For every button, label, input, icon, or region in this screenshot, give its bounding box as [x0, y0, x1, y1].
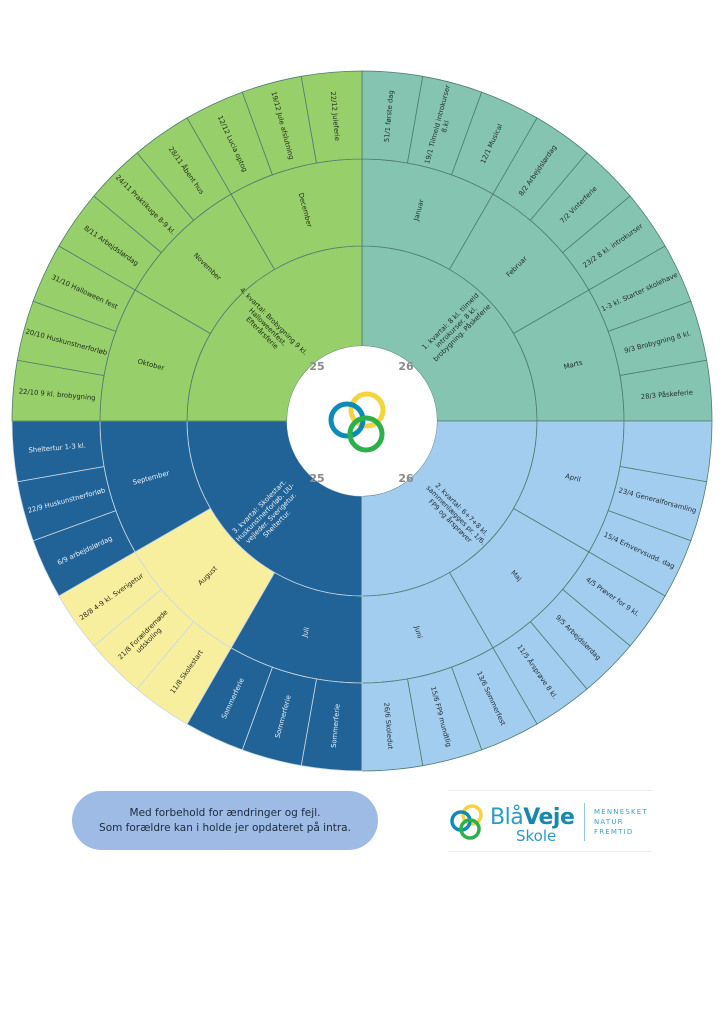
month-label: Juli: [300, 626, 311, 639]
logo-rings-icon: [450, 804, 483, 840]
logo-ring-green: [347, 415, 385, 453]
logo-ring-yellow: [348, 391, 386, 429]
note-line: Med forbehold for ændringer og fejl.: [129, 806, 321, 819]
note-line: Som forældre kan i holde jer opdateret p…: [99, 821, 351, 834]
year-label: 25: [309, 360, 324, 373]
event-segment: [300, 70, 363, 164]
logo-school: Skole: [516, 827, 557, 845]
center-logo: [328, 391, 386, 453]
event-label: Sommerferie: [330, 704, 342, 749]
year-label: 26: [398, 472, 414, 485]
logo-name: BlåVeje: [490, 805, 575, 830]
month-label: Juni: [412, 624, 423, 639]
year-label: 26: [398, 360, 414, 373]
disclaimer-note: Med forbehold for ændringer og fejl. Som…: [72, 791, 378, 850]
logo-divider: [584, 803, 585, 841]
year-wheel: 1. kvartal: 8 kl. tilmeldintrokurser. 8 …: [11, 70, 713, 772]
month-label: April: [564, 472, 581, 484]
year-label: 25: [309, 472, 324, 485]
